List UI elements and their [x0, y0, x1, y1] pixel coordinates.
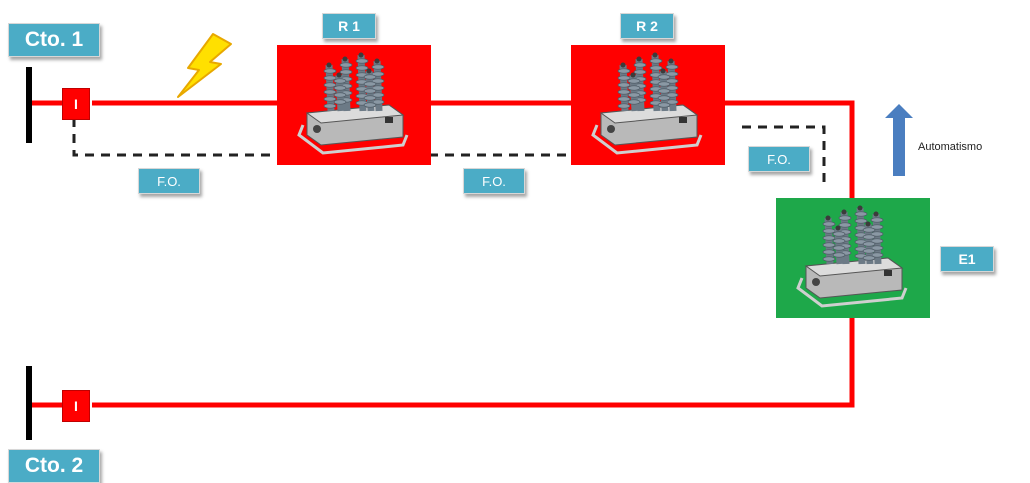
- device-body: [796, 205, 908, 308]
- power-lines: [32, 100, 855, 408]
- switch-cto2[interactable]: I: [62, 390, 90, 422]
- circuit-2-label: Cto. 2: [8, 449, 100, 483]
- switch-cto1-label: I: [74, 96, 78, 112]
- line-e1-bus2: [92, 317, 855, 408]
- recloser-icon: [776, 198, 930, 318]
- recloser-r1-panel[interactable]: [277, 45, 431, 165]
- circuit-2-label-text: Cto. 2: [24, 454, 84, 477]
- recloser-icon: [277, 45, 431, 165]
- switch-cto1[interactable]: I: [62, 88, 90, 120]
- recloser-e1-tag: E1: [940, 246, 994, 272]
- recloser-r1-tag: R 1: [322, 13, 376, 39]
- recloser-e1-tag-text: E1: [958, 251, 976, 267]
- busbar-cto1: [26, 67, 32, 143]
- fiber-tag-2-text: F.O.: [482, 173, 506, 189]
- recloser-r2-tag-text: R 2: [636, 18, 658, 34]
- fiber-link-3: [742, 125, 826, 186]
- busbar-cto2: [26, 366, 32, 440]
- device-body: [591, 52, 703, 155]
- line-r2-e1: [723, 100, 855, 200]
- lightning-bolt-icon: [177, 33, 232, 98]
- circuit-1-label: Cto. 1: [8, 23, 100, 57]
- fiber-tag-2: F.O.: [463, 168, 525, 194]
- recloser-r2-tag: R 2: [620, 13, 674, 39]
- circuit-1-label-text: Cto. 1: [24, 28, 84, 51]
- switch-cto2-label: I: [74, 398, 78, 414]
- recloser-r1-tag-text: R 1: [338, 18, 360, 34]
- panel-background: [277, 45, 431, 165]
- panel-background: [571, 45, 725, 165]
- fiber-tag-3-text: F.O.: [767, 151, 791, 167]
- device-body: [297, 52, 409, 155]
- recloser-icon: [571, 45, 725, 165]
- recloser-e1-panel[interactable]: [776, 198, 930, 318]
- fiber-tag-3: F.O.: [748, 146, 810, 172]
- fiber-link-1: [72, 118, 279, 157]
- fiber-tag-1: F.O.: [138, 168, 200, 194]
- fiber-tag-1-text: F.O.: [157, 173, 181, 189]
- fiber-lines: [72, 118, 826, 186]
- automation-label: Automatismo: [918, 141, 983, 153]
- arrow-up-icon: [885, 104, 913, 176]
- panel-background: [776, 198, 930, 318]
- recloser-r2-panel[interactable]: [571, 45, 725, 165]
